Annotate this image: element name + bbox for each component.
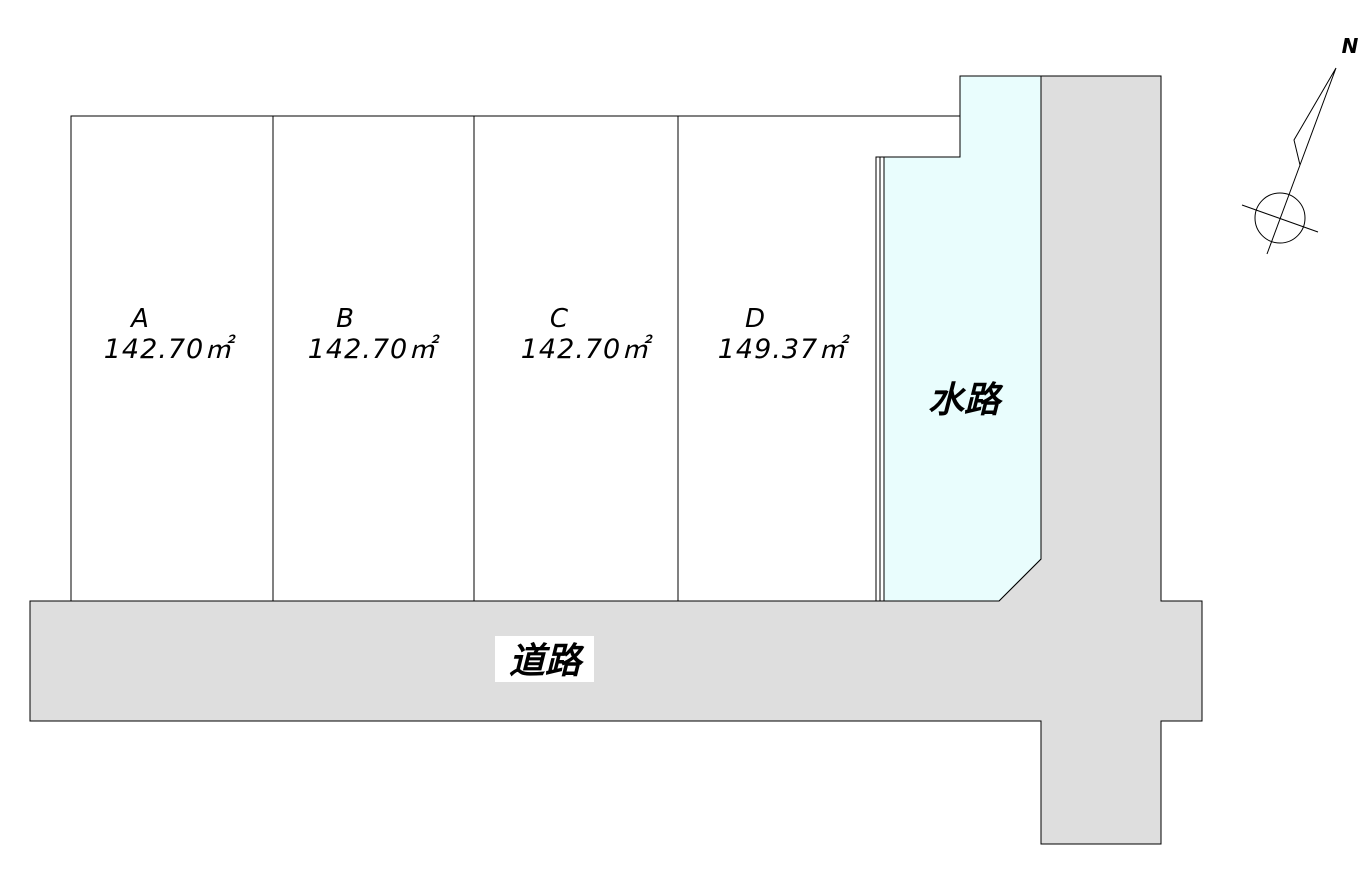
lot-b-area: 142.70㎡	[308, 334, 440, 365]
lot-c-letter: C	[550, 304, 569, 334]
lot-boundaries	[70, 115, 961, 602]
lot-a-area: 142.70㎡	[104, 334, 236, 365]
road-label-background	[495, 636, 594, 682]
lot-b-letter: B	[336, 304, 354, 334]
north-label: N	[1342, 34, 1359, 58]
waterway-label: 水路	[928, 380, 1004, 421]
north-arrow-icon	[1241, 67, 1337, 255]
lot-d-area: 149.37㎡	[718, 334, 850, 365]
lot-c-area: 142.70㎡	[521, 334, 653, 365]
lot-a-letter: A	[129, 304, 149, 334]
road-label: 道路	[509, 641, 585, 682]
waterway-boundary-lines	[875, 156, 960, 601]
lot-d-letter: D	[745, 304, 765, 334]
